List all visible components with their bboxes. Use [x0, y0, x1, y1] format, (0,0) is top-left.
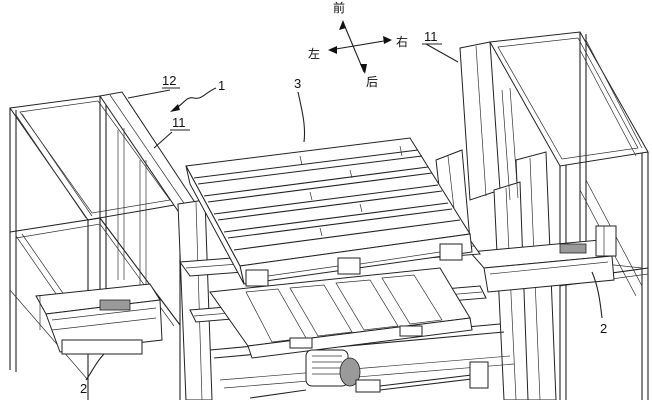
right-column-11 [459, 41, 501, 201]
leader-line-12 [127, 89, 171, 99]
label-3: 3 [294, 76, 301, 91]
upper-pallet-3 [185, 137, 473, 287]
lower-pallet [209, 267, 473, 359]
left-guide-post [177, 199, 213, 400]
right-tower-top [489, 31, 649, 167]
leader-line-3 [297, 91, 306, 143]
direction-compass: 前 后 左 右 [308, 0, 408, 89]
arrow-head-front [339, 20, 346, 30]
upper-pallet-left-face [185, 165, 245, 285]
leader-arrow-1 [170, 104, 180, 112]
leader-line-11-left [153, 131, 173, 149]
reference-labels: 1 3 12 11 11 2 2 [80, 29, 607, 396]
drive-shaft [379, 373, 481, 387]
label-2-right: 2 [600, 321, 607, 336]
leader-line-11-right [425, 43, 459, 63]
leader-line-2-left [85, 353, 105, 381]
label-11-left: 11 [172, 115, 186, 130]
leader-line-2-right [591, 271, 603, 319]
left-tower-frame [9, 91, 213, 400]
gearbox [339, 357, 361, 387]
compass-back-label: 后 [366, 75, 378, 89]
compass-left-right-axis [329, 39, 391, 51]
right-tower-frame [435, 31, 649, 400]
arrow-head-back [360, 64, 367, 74]
compass-front-label: 前 [333, 0, 345, 15]
leader-line-1 [175, 87, 217, 109]
arrow-head-right [383, 36, 392, 44]
label-2-left: 2 [80, 381, 87, 396]
compass-right-label: 右 [396, 34, 408, 49]
label-12: 12 [162, 73, 176, 88]
compass-front-back-axis [342, 21, 365, 73]
arrow-head-left [328, 46, 337, 54]
label-1: 1 [218, 78, 225, 93]
label-11-right: 11 [424, 29, 438, 44]
compass-left-label: 左 [308, 46, 320, 61]
drive-motor-assembly [249, 349, 489, 399]
